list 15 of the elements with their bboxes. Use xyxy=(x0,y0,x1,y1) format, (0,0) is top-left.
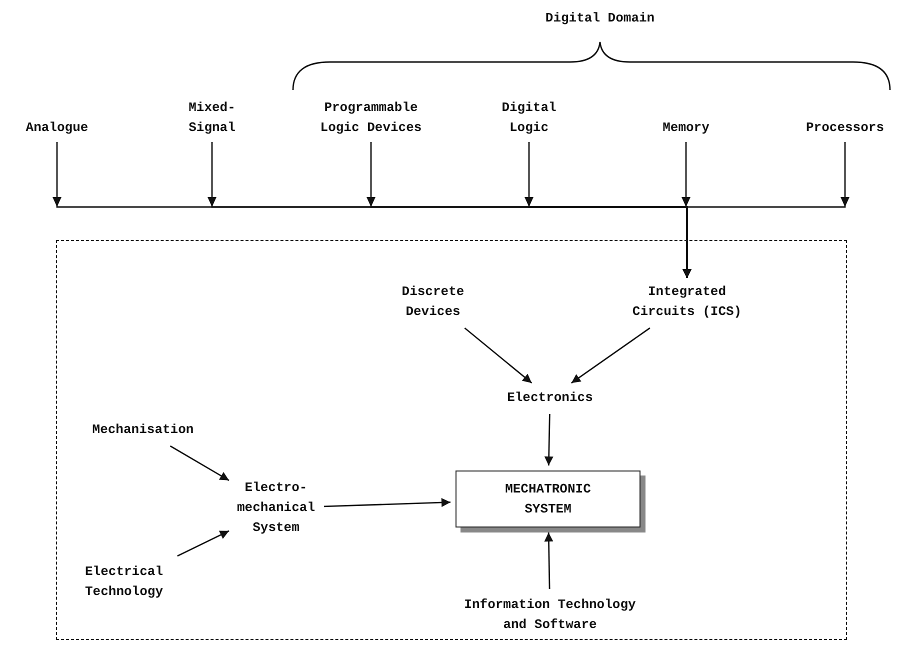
node-label: Electronics xyxy=(500,388,600,408)
dashed-boundary-frame xyxy=(56,240,847,640)
node-label: Electro- mechanical System xyxy=(234,478,318,538)
node-label: Processors xyxy=(800,118,890,138)
node-label: Mechanisation xyxy=(88,420,198,440)
node-label: Analogue xyxy=(12,118,102,138)
node-label: Mixed- Signal xyxy=(182,98,242,138)
node-label: Discrete Devices xyxy=(395,282,471,322)
node-label: Integrated Circuits (ICS) xyxy=(627,282,747,322)
node-label: Electrical Technology xyxy=(76,562,172,602)
domain-label: Digital Domain xyxy=(545,10,655,26)
node-label: Programmable Logic Devices xyxy=(316,98,426,138)
node-label: Digital Logic xyxy=(497,98,561,138)
node-label: Memory xyxy=(656,118,716,138)
node-label: Information Technology and Software xyxy=(458,595,642,635)
